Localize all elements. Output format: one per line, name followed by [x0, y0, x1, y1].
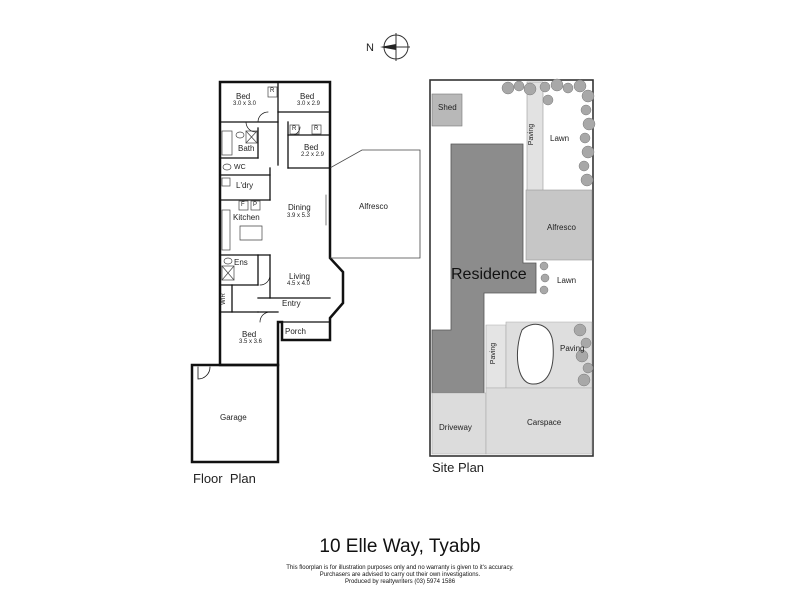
room-label-bed-3: Bed	[304, 143, 319, 152]
wc-toilet	[222, 163, 232, 171]
interior-walls	[219, 81, 331, 323]
kitchen-island	[239, 225, 263, 241]
room-label-bed-2: Bed	[300, 92, 315, 101]
kitchen-bench	[221, 209, 231, 251]
room-label-bath: Bath	[238, 144, 255, 153]
room-label-ldry: L'dry	[236, 181, 254, 190]
ensuite-basin	[223, 257, 233, 265]
site-label-lawn-side: Lawn	[557, 276, 577, 285]
room-dims-bed-1: 3.0 x 3.0	[233, 101, 257, 107]
room-label-living: Living	[289, 272, 310, 281]
site-plan	[429, 78, 596, 457]
room-label-wc: WC	[234, 164, 246, 171]
residence-footprint	[431, 143, 537, 394]
alfresco-outline	[329, 149, 421, 259]
room-label-alfresco: Alfresco	[359, 202, 388, 211]
site-label-shed: Shed	[438, 103, 457, 112]
disclaimer-line-3: Produced by realtywriters (03) 5974 1586	[344, 579, 456, 585]
laundry-tub	[221, 177, 231, 187]
bath-tub	[221, 130, 233, 156]
site-label-paving-side: Paving	[528, 123, 536, 146]
robe-marker-2: R	[292, 126, 297, 132]
disclaimer-line-2: Purchasers are advised to carry out thei…	[319, 572, 481, 578]
bath-basin	[235, 131, 245, 139]
room-dims-bed-3: 2.2 x 2.9	[301, 152, 325, 158]
room-label-bed-1: Bed	[236, 92, 251, 101]
pantry-marker: P	[253, 202, 258, 208]
carspace	[485, 387, 593, 455]
garage-outline	[190, 363, 280, 464]
site-label-residence: Residence	[451, 266, 527, 283]
room-label-entry: Entry	[282, 299, 301, 308]
site-label-carspace: Carspace	[527, 418, 562, 427]
site-label-driveway: Driveway	[439, 423, 472, 432]
marker-boxes	[238, 86, 322, 211]
compass-needle-icon	[380, 44, 396, 50]
room-label-wir: WIR	[220, 293, 227, 305]
disclaimer-line-1: This floorplan is for illustration purpo…	[286, 565, 514, 571]
room-label-bed-4: Bed	[242, 330, 257, 339]
property-address: 10 Elle Way, Tyabb	[319, 536, 481, 557]
site-label-lawn-rear: Lawn	[550, 134, 570, 143]
room-dims-bed-4: 3.5 x 3.6	[239, 339, 263, 345]
room-label-garage: Garage	[220, 413, 247, 422]
alfresco-area	[525, 189, 593, 261]
room-label-ens: Ens	[234, 258, 248, 267]
door-swings	[245, 111, 301, 323]
site-label-paving-front: Paving	[490, 342, 498, 365]
robe-marker-3: R	[314, 126, 319, 132]
site-label-paving-pool: Paving	[560, 344, 585, 353]
pool	[516, 323, 554, 385]
floor-plan	[190, 80, 421, 464]
room-label-dining: Dining	[288, 203, 311, 212]
shed-area	[431, 93, 463, 127]
trees	[501, 78, 596, 387]
site-plan-title: Site Plan	[432, 460, 485, 475]
ensuite-shower	[221, 265, 235, 281]
disclaimer: This floorplan is for illustration purpo…	[0, 565, 800, 586]
room-label-kitchen: Kitchen	[233, 213, 260, 222]
shower	[245, 130, 258, 144]
robe-marker-1: R	[270, 88, 275, 94]
room-dims-dining: 3.9 x 5.3	[287, 213, 311, 219]
garage-door-swing	[197, 366, 211, 380]
room-label-porch: Porch	[285, 327, 306, 336]
room-dims-bed-2: 3.0 x 2.9	[297, 101, 321, 107]
floor-plan-title: Floor Plan	[193, 471, 256, 486]
site-label-alfresco: Alfresco	[547, 223, 576, 232]
compass-label: N	[366, 42, 374, 54]
room-dims-living: 4.5 x 4.0	[287, 281, 311, 287]
fridge-marker: F	[241, 202, 245, 208]
compass: N	[366, 33, 410, 61]
fixtures	[221, 130, 327, 281]
